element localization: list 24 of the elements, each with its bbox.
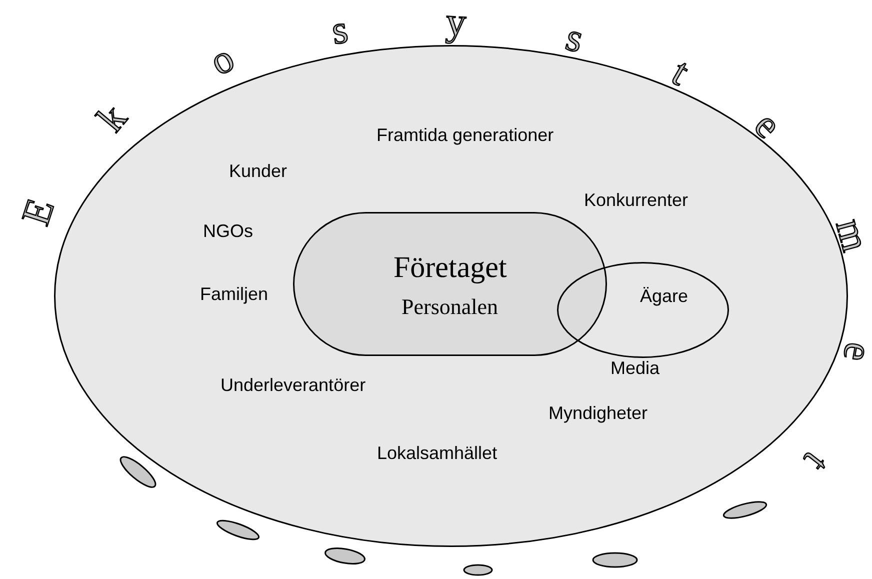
arc-letter: t [665,52,695,92]
stakeholder-label: NGOs [203,222,254,240]
stakeholder-label: Underleverantörer [220,376,366,394]
stakeholder-label: Konkurrenter [584,191,688,209]
stakeholder-label: Media [610,359,660,377]
arc-letter: e [836,340,872,364]
arc-letter: y [444,2,468,42]
arc-letter: k [90,97,134,139]
stakeholder-label: Familjen [200,285,268,303]
arc-letter: s [329,9,350,51]
node-subtitle: Personalen [402,296,498,318]
stakeholder-label: Lokalsamhället [377,444,498,462]
node-title: Företaget [394,253,507,283]
arc-letter: E [15,194,62,230]
ellipse [557,262,729,358]
arc-letter: m [828,214,872,256]
stakeholder-label: Myndigheter [548,404,648,422]
arc-letter: e [747,104,788,146]
arc-letter: t [796,445,836,479]
arc-letter: s [562,16,588,60]
node-title: Ägare [640,287,688,305]
stakeholder-label: Kunder [229,162,288,180]
arc-letter: o [204,38,240,82]
stakeholder-label: Framtida generationer [376,126,554,144]
